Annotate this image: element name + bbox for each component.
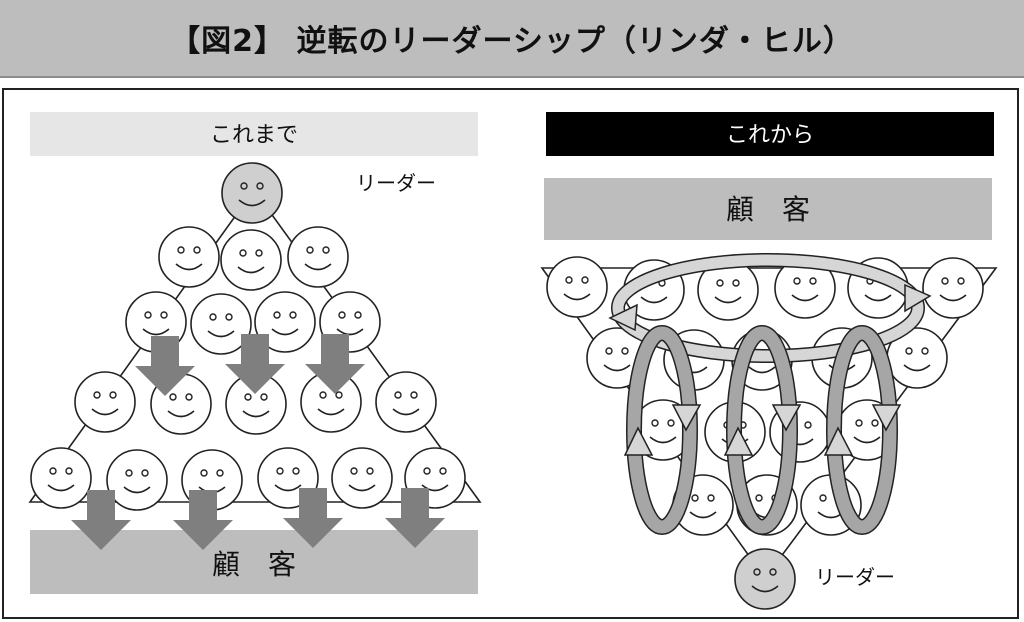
face-icon bbox=[546, 256, 608, 318]
circular-arrow-icon bbox=[723, 325, 802, 535]
leader-face-icon bbox=[734, 548, 796, 610]
leader-face-icon bbox=[221, 162, 283, 224]
left-header-label: これまで bbox=[210, 123, 298, 148]
face-icon bbox=[287, 226, 349, 288]
right-customer-band bbox=[544, 178, 992, 240]
left-header-bar bbox=[30, 112, 478, 156]
face-icon bbox=[106, 449, 168, 511]
face-icon bbox=[375, 371, 437, 433]
face-icon bbox=[158, 226, 220, 288]
right-panel: これから 顧 客 リーダー bbox=[540, 112, 998, 610]
face-icon bbox=[74, 371, 136, 433]
face-icon bbox=[331, 447, 393, 509]
circular-arrow-icon bbox=[623, 325, 702, 535]
circular-arrow-icon bbox=[823, 325, 902, 535]
diagram-frame bbox=[2, 88, 1019, 619]
right-leader-label: リーダー bbox=[815, 565, 895, 589]
left-customer-label: 顧 客 bbox=[212, 548, 296, 581]
face-icon bbox=[30, 447, 92, 509]
right-header-label: これから bbox=[726, 123, 814, 148]
right-header-bar bbox=[546, 112, 994, 156]
title-bar: 【図2】 逆転のリーダーシップ（リンダ・ヒル） bbox=[0, 0, 1024, 78]
left-leader-label: リーダー bbox=[356, 171, 436, 195]
figure-title: 【図2】 逆転のリーダーシップ（リンダ・ヒル） bbox=[170, 24, 854, 59]
left-panel: これまで リーダー 顧 客 bbox=[28, 112, 482, 594]
face-icon bbox=[922, 257, 984, 319]
face-icon bbox=[220, 229, 282, 291]
circular-arrow-icon bbox=[608, 253, 932, 363]
right-customer-label: 顧 客 bbox=[726, 193, 810, 226]
